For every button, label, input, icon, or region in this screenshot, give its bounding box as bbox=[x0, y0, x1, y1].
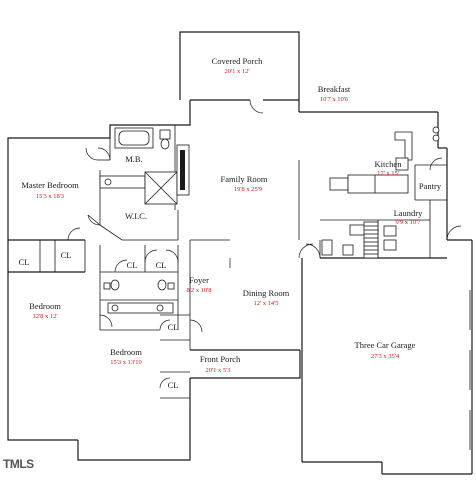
room-dims-front-porch: 20'1 x 5'3 bbox=[205, 367, 230, 374]
door-swings bbox=[67, 99, 462, 389]
room-name-breakfast: Breakfast bbox=[318, 84, 351, 94]
room-name-kitchen: Kitchen bbox=[375, 159, 403, 169]
room-dims-foyer: 8'2 x 10'8 bbox=[186, 287, 211, 294]
room-dims-bedroom-3: 15'3 x 13'10 bbox=[110, 359, 142, 366]
room-name-pantry: Pantry bbox=[419, 181, 442, 191]
room-name-covered-porch: Covered Porch bbox=[212, 56, 264, 66]
interior-walls bbox=[39, 125, 447, 399]
room-dims-family-room: 19'8 x 25'9 bbox=[234, 186, 262, 193]
closet-label-5: CL bbox=[168, 322, 179, 332]
fixtures bbox=[99, 126, 471, 450]
room-labels: Covered Porch 20'1 x 12' Breakfast 10'7 … bbox=[21, 56, 442, 374]
room-dims-dining-room: 12' x 14'5 bbox=[253, 300, 278, 307]
room-name-master-bedroom: Master Bedroom bbox=[21, 180, 79, 190]
closet-label-3: CL bbox=[127, 260, 138, 270]
room-name-foyer: Foyer bbox=[189, 275, 209, 285]
stairs bbox=[363, 221, 379, 259]
closet-label-2: CL bbox=[61, 250, 72, 260]
tmls-logo: TMLS bbox=[3, 457, 34, 471]
closet-label-4: CL bbox=[156, 260, 167, 270]
closet-labels: CL CL CL CL CL CL bbox=[19, 250, 179, 390]
room-name-bedroom-3: Bedroom bbox=[110, 347, 142, 357]
closet-label-6: CL bbox=[168, 380, 179, 390]
room-name-front-porch: Front Porch bbox=[200, 354, 241, 364]
room-name-three-car-garage: Three Car Garage bbox=[355, 340, 416, 350]
room-name-bedroom-2: Bedroom bbox=[29, 301, 61, 311]
room-dims-bedroom-2: 12'8 x 12' bbox=[32, 313, 57, 320]
room-dims-three-car-garage: 27'3 x 35'4 bbox=[371, 353, 400, 360]
room-dims-laundry: 9'9 x 10'7 bbox=[395, 219, 421, 226]
room-name-mb: M.B. bbox=[125, 154, 142, 164]
room-name-wic: W.I.C. bbox=[125, 211, 147, 221]
room-dims-breakfast: 10'7 x 10'6 bbox=[320, 96, 349, 103]
closet-label-1: CL bbox=[19, 257, 30, 267]
room-dims-covered-porch: 20'1 x 12' bbox=[224, 68, 249, 75]
walls bbox=[7, 31, 473, 475]
room-name-family-room: Family Room bbox=[221, 174, 268, 184]
room-name-laundry: Laundry bbox=[394, 208, 424, 218]
room-dims-master-bedroom: 15'3 x 18'3 bbox=[36, 193, 64, 200]
room-name-dining-room: Dining Room bbox=[243, 288, 290, 298]
room-dims-kitchen: 17' x 15' bbox=[377, 170, 399, 177]
